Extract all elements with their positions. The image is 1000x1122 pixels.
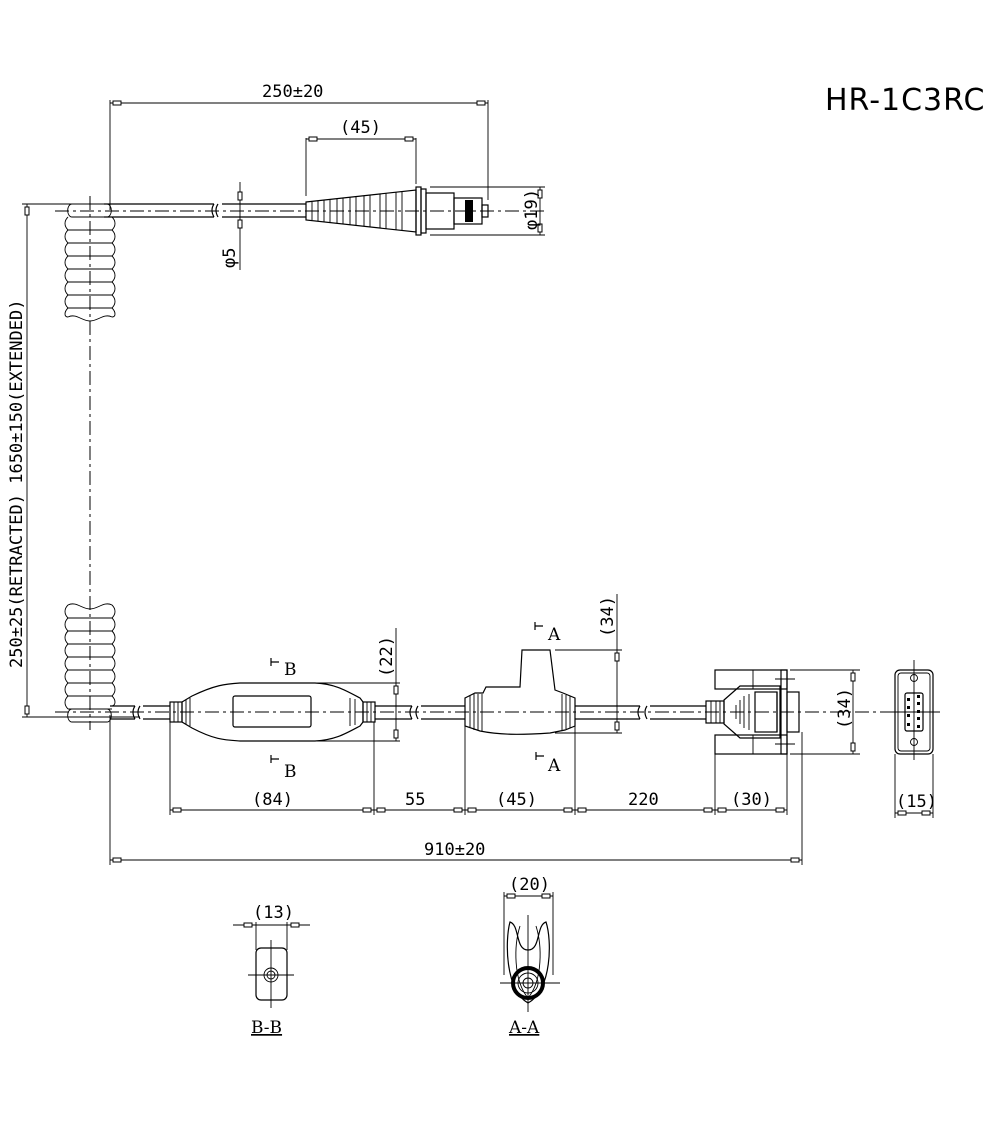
dim-top-cable-length: 250±20	[262, 82, 323, 102]
dim-segment-1: (84)	[252, 790, 293, 810]
dim-segment-3: (45)	[496, 790, 537, 810]
dim-top-cable-diameter: φ5	[220, 248, 240, 268]
top-connector-assembly: 250±20 (45) φ5	[55, 82, 545, 270]
dim-segment-4: 220	[628, 790, 659, 810]
dim-inline-box-height: (22)	[377, 636, 397, 677]
section-marker-a-bottom: A	[547, 756, 561, 776]
dim-mid-module-height: (34)	[598, 596, 618, 637]
dim-db9-width: (15)	[896, 792, 937, 812]
dim-segment-5: (30)	[731, 790, 772, 810]
coiled-cable: 250±25(RETRACTED) 1650±150(EXTENDED)	[7, 196, 140, 730]
dim-segment-2: 55	[405, 790, 425, 810]
dim-db9-height: (34)	[835, 688, 855, 729]
dim-top-connector-diameter: φ19)	[522, 189, 542, 230]
section-marker-b-bottom: B	[284, 762, 297, 782]
section-marker-b-top: B	[284, 660, 297, 680]
dim-section-aa-width: (20)	[509, 875, 550, 895]
inline-box	[169, 682, 376, 742]
section-view-bb: (13) B-B	[233, 903, 310, 1038]
section-view-aa: (20) A-A	[500, 875, 560, 1038]
section-marker-a-top: A	[547, 625, 561, 645]
dim-top-boot-length: (45)	[340, 118, 381, 138]
db9-connector-side	[705, 669, 800, 755]
section-label-bb: B-B	[251, 1018, 282, 1038]
dim-total-length: 910±20	[424, 840, 485, 860]
mid-module	[464, 649, 576, 735]
bottom-cable-assembly: (22) B B (34) A A	[55, 594, 940, 865]
dim-section-bb-width: (13)	[253, 903, 294, 923]
db9-connector-front	[887, 660, 940, 760]
dim-coil-length: 250±25(RETRACTED) 1650±150(EXTENDED)	[7, 300, 27, 668]
section-label-aa: A-A	[508, 1018, 540, 1038]
drawing-title: HR-1C3RC	[825, 83, 985, 118]
